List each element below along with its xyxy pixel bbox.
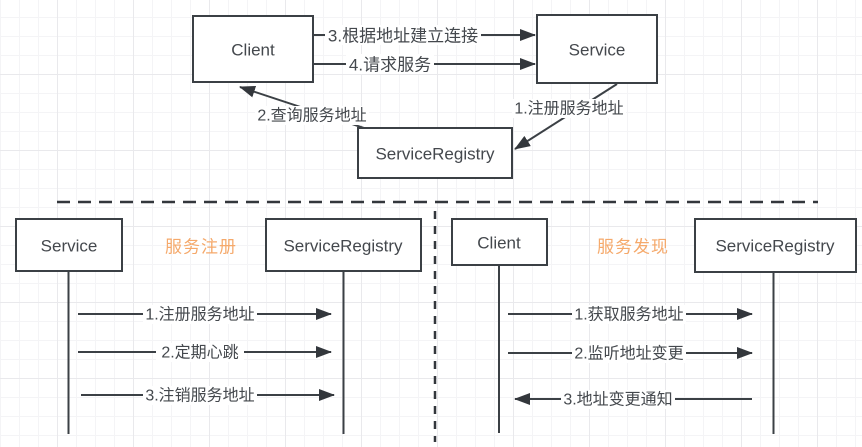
node-service-label: Service [569, 41, 626, 60]
msg-unregister-address-label: 3.注销服务地址 [145, 387, 254, 405]
discovery-sequence-diagram: Client 服务发现 ServiceRegistry 1.获取服务地址 2.监… [451, 218, 857, 434]
label-bg [156, 343, 244, 362]
edge-label-register: 1.注册服务地址 [514, 100, 623, 118]
node-client [192, 15, 314, 83]
msg-get-address-label: 1.获取服务地址 [574, 306, 683, 324]
label-bg [255, 106, 369, 125]
seq-registry-box [265, 218, 422, 272]
seq-registry-label: ServiceRegistry [283, 237, 403, 256]
msg-heartbeat-label: 2.定期心跳 [161, 344, 238, 362]
edge-label-request: 4.请求服务 [349, 56, 431, 75]
registration-sequence-diagram: Service 服务注册 ServiceRegistry 1.注册服务地址 2.… [15, 218, 422, 434]
node-service-registry-label: ServiceRegistry [375, 145, 495, 164]
label-bg [572, 344, 686, 363]
seq-client-label: Client [477, 234, 521, 253]
seq-client-box [451, 218, 548, 266]
label-bg [561, 390, 675, 409]
seq-registry2-box [694, 218, 857, 273]
msg-register-address-label: 1.注册服务地址 [145, 306, 254, 324]
label-bg [572, 305, 686, 324]
registration-title: 服务注册 [165, 238, 237, 257]
edge-label-query: 2.查询服务地址 [257, 107, 366, 125]
msg-watch-address-label: 2.监听地址变更 [574, 345, 683, 363]
msg-change-notify-label: 3.地址变更通知 [563, 391, 672, 409]
node-client-label: Client [231, 41, 275, 60]
seq-service-label: Service [41, 237, 98, 256]
label-bg [143, 305, 257, 324]
edge-label-connect: 3.根据地址建立连接 [328, 27, 478, 46]
node-service-registry [357, 127, 513, 179]
label-bg [512, 99, 626, 118]
discovery-title: 服务发现 [597, 238, 669, 257]
label-bg [325, 25, 481, 45]
label-bg [346, 54, 434, 74]
label-bg [143, 386, 257, 405]
node-service [536, 14, 658, 84]
seq-registry2-label: ServiceRegistry [715, 237, 835, 256]
top-architecture-diagram: 3.根据地址建立连接 4.请求服务 2.查询服务地址 1.注册服务地址 Clie… [192, 14, 658, 179]
